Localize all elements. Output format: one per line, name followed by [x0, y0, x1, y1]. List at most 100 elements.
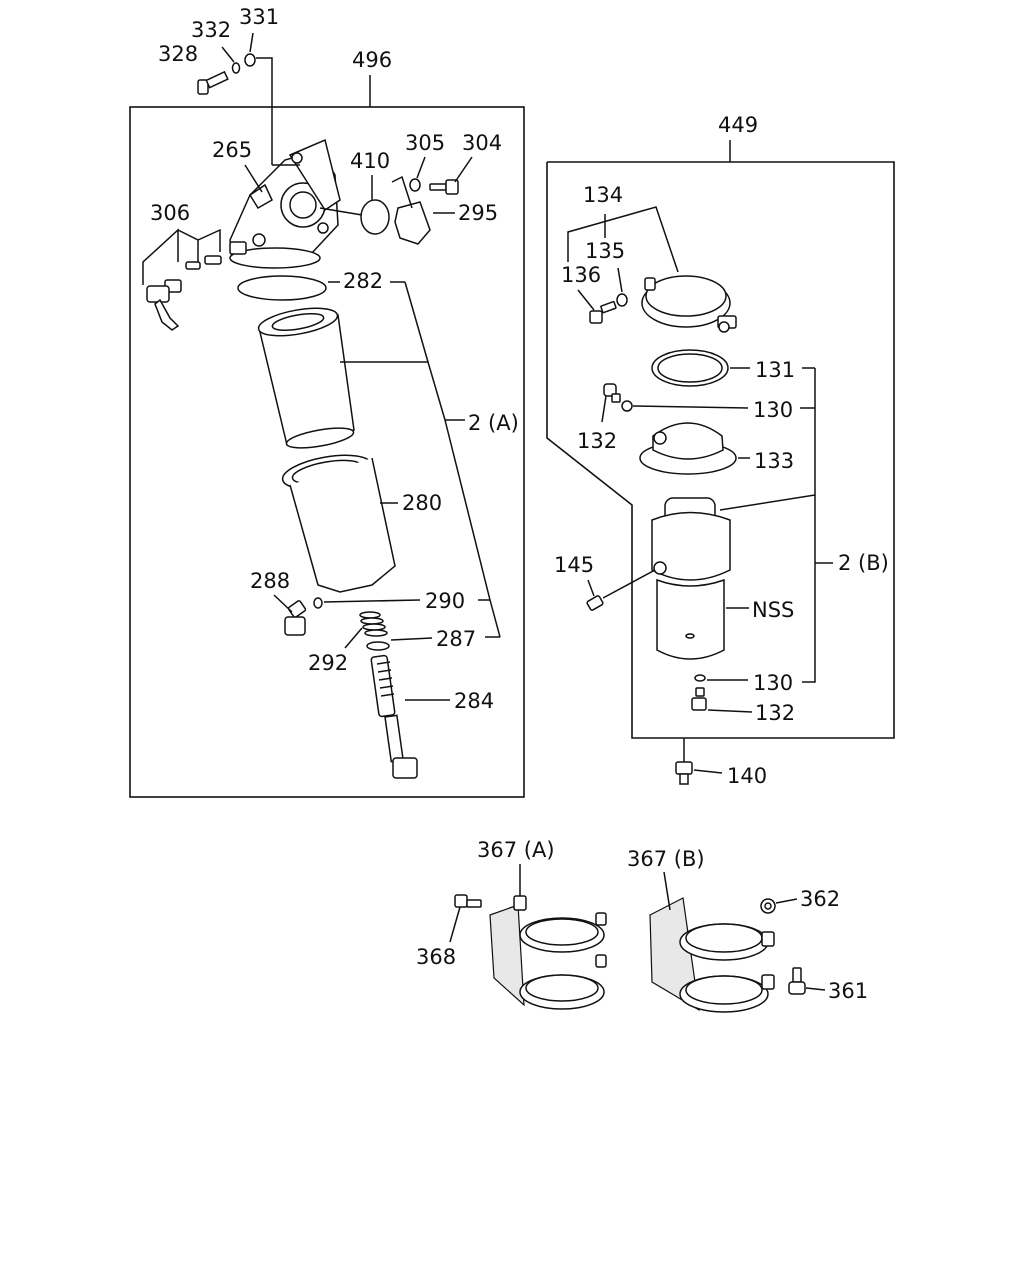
- bracket-2a-upper: [404, 281, 446, 421]
- washer-135: [616, 293, 628, 307]
- fitting-145: [586, 569, 656, 611]
- leader-304: [454, 156, 473, 183]
- callout-304: 304: [462, 131, 502, 155]
- callout-145: 145: [554, 553, 594, 577]
- leader-287: [390, 637, 433, 641]
- callout-362: 362: [800, 887, 840, 911]
- bolt-304: [429, 179, 459, 195]
- bracket-367a: [489, 895, 607, 1010]
- callout-131: 131: [755, 358, 795, 382]
- leader-265: [244, 164, 263, 193]
- leader-362: [775, 898, 798, 904]
- callout-282: 282: [343, 269, 383, 293]
- callout-332: 332: [191, 18, 231, 42]
- callout-133: 133: [754, 449, 794, 473]
- leader-135: [617, 267, 623, 293]
- callout-132-upper: 132: [577, 429, 617, 453]
- bolt-136: [589, 300, 617, 324]
- leader-head-410: [319, 207, 363, 216]
- leader-331: [249, 32, 254, 53]
- drain-fitting-140: [675, 761, 693, 785]
- leader-cover: [391, 175, 413, 209]
- bolt-328: [197, 70, 229, 95]
- callout-2a: 2 (A): [468, 411, 519, 435]
- seal-410: [360, 199, 390, 235]
- callout-2b: 2 (B): [838, 551, 889, 575]
- callout-130-upper: 130: [753, 398, 793, 422]
- assembly-box-449: [546, 161, 895, 739]
- bracket-306-b: [177, 229, 199, 262]
- callout-292: 292: [308, 651, 348, 675]
- bracket-306-a: [142, 228, 179, 285]
- leader-132-upper: [601, 395, 607, 423]
- bracket-2b-lower: [802, 495, 816, 683]
- seal-ring-131-inner: [657, 353, 723, 383]
- o-ring-282: [237, 275, 327, 301]
- callout-305: 305: [405, 131, 445, 155]
- bracket-2b-upper: [719, 368, 816, 511]
- plug-132-lower: [691, 687, 707, 711]
- leader-288: [273, 594, 293, 613]
- callout-361: 361: [828, 979, 868, 1003]
- top-cover-133: [639, 422, 737, 475]
- bracket-134: [567, 206, 679, 273]
- filter-head-265: [229, 138, 341, 269]
- callout-449: 449: [718, 113, 758, 137]
- leader-290: [323, 599, 421, 603]
- callout-140: 140: [727, 764, 767, 788]
- seal-130-upper: [621, 400, 633, 412]
- leader-292: [344, 627, 363, 649]
- callout-284: 284: [454, 689, 494, 713]
- nut-362: [760, 898, 776, 914]
- callout-287: 287: [436, 627, 476, 651]
- callout-328: 328: [158, 42, 198, 66]
- bolt-361: [788, 967, 806, 995]
- callout-136: 136: [561, 263, 601, 287]
- washer-332: [231, 62, 241, 74]
- callout-290: 290: [425, 589, 465, 613]
- bowl-280: [281, 454, 396, 593]
- callout-nss: NSS: [752, 598, 794, 622]
- seal-130-lower: [694, 674, 706, 682]
- callout-280: 280: [402, 491, 442, 515]
- callout-134: 134: [583, 183, 623, 207]
- callout-132-lower: 132: [755, 701, 795, 725]
- sensor-assembly-306: [146, 241, 247, 331]
- callout-331: 331: [239, 5, 279, 29]
- center-bolt-284: [370, 654, 418, 779]
- bolt-368: [454, 894, 482, 908]
- washer-331: [244, 53, 256, 67]
- leader-136: [577, 289, 595, 311]
- callout-265: 265: [212, 138, 252, 162]
- leader-331-down: [256, 57, 273, 165]
- callout-306: 306: [150, 201, 190, 225]
- filter-body-2b: [651, 497, 731, 660]
- callout-295: 295: [458, 201, 498, 225]
- leader-305: [416, 156, 426, 179]
- leader-361: [805, 987, 826, 991]
- callout-130-lower: 130: [753, 671, 793, 695]
- bracket-367b: [649, 897, 775, 1013]
- spring-292: [359, 611, 388, 637]
- o-ring-287: [366, 641, 390, 651]
- cover-295: [394, 201, 431, 245]
- callout-410: 410: [350, 149, 390, 173]
- leader-132-lower: [707, 709, 753, 713]
- callout-368: 368: [416, 945, 456, 969]
- leader-368: [449, 906, 461, 943]
- assembly-box-496: [129, 106, 525, 798]
- leader-145: [587, 579, 595, 597]
- leader-367b: [663, 871, 671, 911]
- callout-367b: 367 (B): [627, 847, 705, 871]
- callout-135: 135: [585, 239, 625, 263]
- callout-496: 496: [352, 48, 392, 72]
- washer-305: [409, 178, 421, 192]
- clamp-band-134: [641, 275, 737, 333]
- plug-132-upper: [603, 383, 621, 403]
- seal-290: [313, 597, 323, 609]
- filter-element-2a: [257, 307, 355, 449]
- leader-140: [693, 769, 723, 774]
- plug-288: [284, 600, 307, 636]
